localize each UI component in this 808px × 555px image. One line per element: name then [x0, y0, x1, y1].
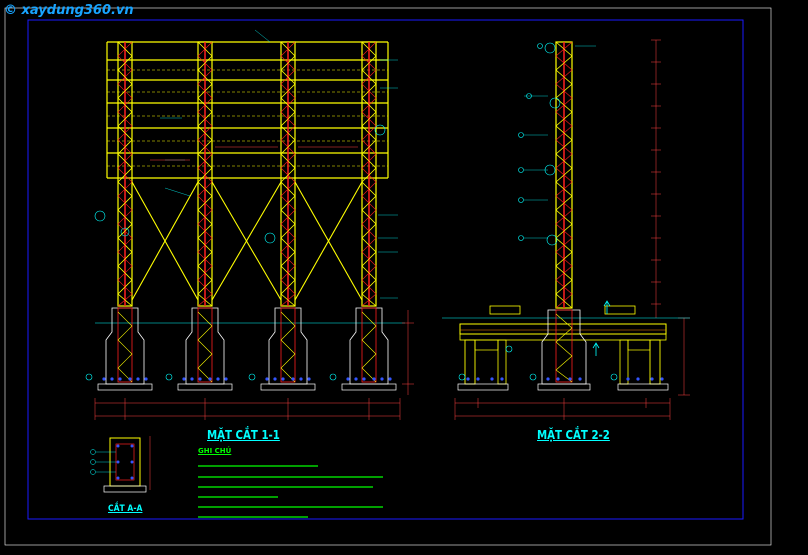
truss-columns	[117, 41, 377, 307]
section-tags-1	[85, 124, 386, 381]
tall-column	[555, 41, 573, 309]
section-marker-a	[592, 300, 611, 356]
height-dimension-chain	[651, 39, 690, 396]
watermark-text: © xaydung360.vn	[4, 3, 134, 18]
dimension-lines-2	[454, 398, 671, 420]
section-1-1	[85, 29, 414, 420]
column-1	[117, 41, 133, 307]
footing-2	[177, 307, 233, 391]
cross-bracing	[131, 181, 363, 301]
footing-3	[260, 307, 316, 391]
column-4	[361, 41, 377, 307]
section-a-a	[90, 436, 151, 493]
dimension-lines-1	[94, 310, 414, 420]
tank-inner-lines	[107, 69, 388, 167]
footings	[97, 307, 397, 391]
section-2-2-title: MẶT CẮT 2-2	[537, 428, 610, 442]
base-platform	[442, 305, 690, 391]
section-2-2	[442, 39, 690, 420]
notes-lines	[198, 465, 383, 518]
callout-leaders-2	[524, 45, 596, 239]
footing-1	[97, 307, 153, 391]
outer-frame	[4, 7, 772, 546]
red-dim-marks-1	[150, 146, 358, 161]
column-2	[197, 41, 213, 307]
column-3	[280, 41, 296, 307]
section-1-1-title: MẶT CẮT 1-1	[207, 428, 280, 442]
section-a-a-title: CẮT A-A	[108, 504, 143, 514]
tank-horizontal-bars	[106, 41, 389, 179]
inner-frame	[27, 19, 744, 520]
notes-heading: GHI CHÚ	[198, 447, 232, 455]
footing-4	[341, 307, 397, 391]
